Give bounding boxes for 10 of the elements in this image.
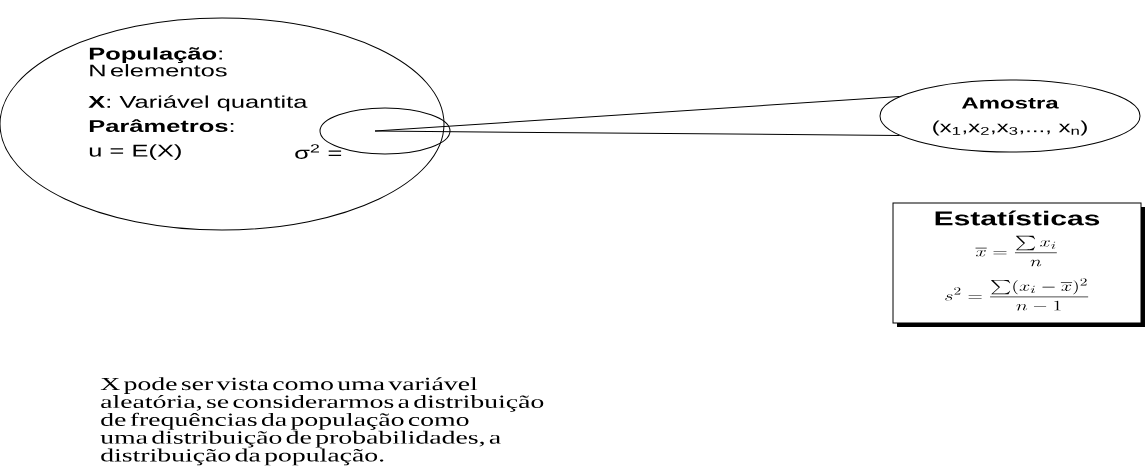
ellipse-text: u = E(X) (89, 144, 181, 161)
line (374, 130, 901, 136)
inner-ellipse (319, 107, 451, 155)
note-text: X pode ser vista como uma variável aleatória, se considerarmos a distribuição de frequências da população como uma distribuição de probabilidades, a distribuição da população. (100, 377, 544, 466)
ellipse-text: Amostra (961, 97, 1059, 109)
ellipse-text: População: N elementos (89, 47, 227, 77)
ellipse-text: X: Variável quantita (88, 95, 308, 112)
ellipse-text: Parâmetros: (89, 119, 234, 133)
ellipse-text: σ$^{2}$ = (295, 144, 342, 159)
ellipse-text: (x$_{1}$,x$_{2}$,x$_{3}$,..., x$_{n}$) (933, 120, 1087, 136)
